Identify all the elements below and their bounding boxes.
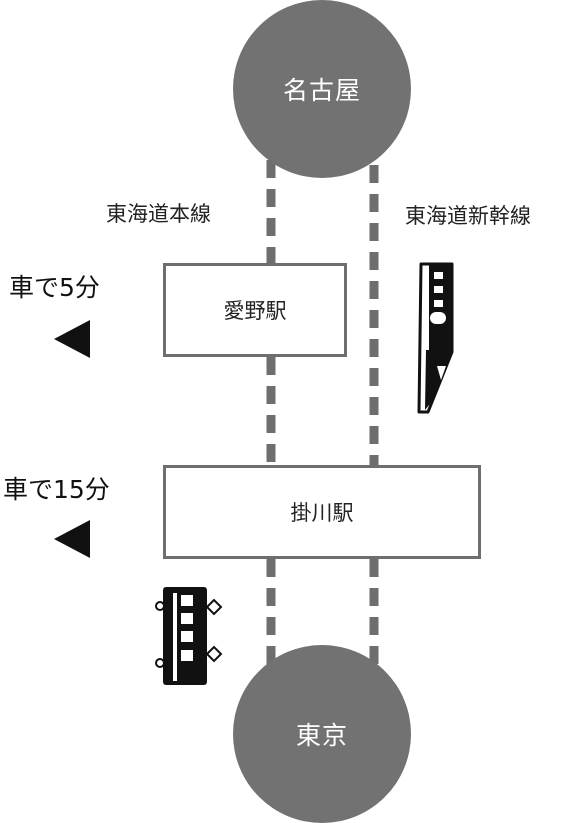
station-box-aino: 愛野駅: [163, 263, 347, 357]
station-box-label: 掛川駅: [290, 501, 354, 525]
station-node-label: 名古屋: [282, 76, 361, 105]
station-box-label: 愛野駅: [223, 299, 287, 323]
station-box-kakegawa: 掛川駅: [163, 465, 481, 559]
car-time-label-kakegawa: 車で15分: [3, 475, 110, 504]
left-triangle-arrow-icon: [54, 520, 90, 558]
shinkansen-line-label: 東海道新幹線: [405, 204, 531, 228]
station-node-tokyo: 東京: [233, 645, 411, 823]
station-node-nagoya: 名古屋: [233, 0, 411, 178]
station-node-label: 東京: [295, 721, 348, 750]
local-line-label: 東海道本線: [106, 202, 211, 226]
left-triangle-arrow-icon: [54, 320, 90, 358]
car-time-label-aino: 車で5分: [9, 273, 100, 302]
